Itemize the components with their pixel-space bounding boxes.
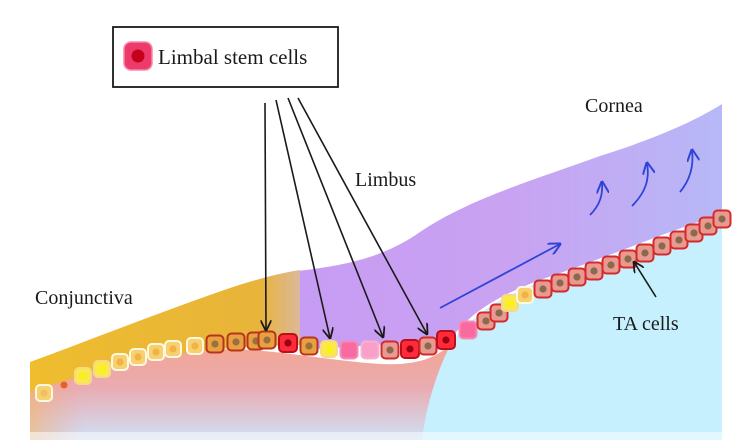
cell-nucleus [690, 229, 698, 237]
cell-nucleus [305, 342, 313, 350]
legend: Limbal stem cells [112, 26, 339, 88]
limbal-stem-cell [400, 339, 420, 359]
swatch-nucleus [131, 49, 145, 63]
bottom-fade [30, 432, 722, 440]
epithelial-cell [320, 340, 338, 358]
cell-nucleus [521, 291, 529, 299]
cell-nucleus [386, 346, 394, 354]
migration-arrows [439, 150, 693, 309]
epithelial-cell [186, 337, 204, 355]
cell-nucleus [169, 345, 177, 353]
cell-nucleus [442, 336, 450, 344]
cell-nucleus [704, 222, 712, 230]
corneal-stroma [422, 216, 722, 440]
ta-cell [584, 261, 604, 281]
epithelial-cell [516, 286, 534, 304]
epithelial-cell [35, 384, 53, 402]
cell-nucleus [79, 372, 87, 380]
upward-migration-arrow [589, 182, 602, 216]
epithelial-cell [205, 334, 225, 354]
ta-cell [618, 249, 638, 269]
cell-nucleus [506, 299, 514, 307]
epithelial-cell [257, 330, 277, 350]
epithelial-cell [147, 343, 165, 361]
cornea-label: Cornea [585, 95, 643, 117]
corneal-epithelium [290, 104, 722, 350]
cell-nucleus [624, 255, 632, 263]
cell-nucleus [406, 345, 414, 353]
cell-nucleus [116, 358, 124, 366]
cell-nucleus [495, 309, 503, 317]
pointer-arrow [297, 97, 427, 334]
cell-nucleus [424, 342, 432, 350]
ta-cell [601, 255, 621, 275]
cell-nucleus [40, 389, 48, 397]
cell-nucleus [590, 267, 598, 275]
ta-cell [567, 267, 587, 287]
cell-nucleus [232, 338, 240, 346]
cell-nucleus [658, 242, 666, 250]
limbal-stem-cell [436, 330, 456, 350]
ta-cell [380, 340, 400, 360]
epithelial-cell [360, 340, 380, 360]
cell-nucleus [556, 279, 564, 287]
cell-nucleus [675, 236, 683, 244]
cell-nucleus [284, 339, 292, 347]
epithelial-cell [129, 348, 147, 366]
epithelial-cell [74, 367, 92, 385]
cell-nucleus [211, 340, 219, 348]
tissue-layers [30, 104, 722, 440]
cell-nucleus [263, 336, 271, 344]
ta-cell [712, 209, 732, 229]
ta-cell [669, 230, 689, 250]
ta-cell [635, 243, 655, 263]
epithelial-cell-row [35, 209, 732, 402]
cell-fragment [60, 381, 68, 389]
conjunctiva-label: Conjunctiva [35, 287, 133, 309]
epithelial-cell [501, 294, 519, 312]
cell-nucleus [607, 261, 615, 269]
pointer-arrow [287, 97, 383, 337]
ta-cells-pointer-arrow [634, 262, 657, 298]
pointer-arrow [275, 99, 330, 338]
limbus-label: Limbus [355, 169, 416, 191]
cell-nucleus [98, 365, 106, 373]
epithelial-cell [226, 332, 246, 352]
cell-nucleus [152, 348, 160, 356]
cell-nucleus [325, 345, 333, 353]
epithelial-cell [299, 336, 319, 356]
ta-cell [652, 236, 672, 256]
epithelial-cell [458, 320, 478, 340]
cell-nucleus [718, 215, 726, 223]
ta-cell [698, 216, 718, 236]
cell-nucleus [573, 273, 581, 281]
stroma-tint [30, 350, 210, 440]
cell-nucleus [191, 342, 199, 350]
centripetal-migration-arrow [439, 244, 560, 309]
ta-cell [550, 273, 570, 293]
epithelial-cell [111, 353, 129, 371]
cell-nucleus [482, 317, 490, 325]
upward-migration-arrow [679, 150, 693, 193]
legend-label: Limbal stem cells [158, 45, 307, 69]
epithelial-cell [164, 340, 182, 358]
cell-nucleus [641, 249, 649, 257]
epithelial-cell [339, 340, 359, 360]
ta-cell [533, 279, 553, 299]
pointer-arrow [265, 102, 266, 330]
ta-cells-label: TA cells [613, 313, 679, 335]
stem-cell-pointer-arrows [265, 97, 427, 338]
ta-cell [418, 336, 438, 356]
epithelial-cell [93, 360, 111, 378]
upward-migration-arrow [631, 163, 648, 207]
limbal-stem-cell [278, 333, 298, 353]
cell-nucleus [134, 353, 142, 361]
cell-nucleus [539, 285, 547, 293]
